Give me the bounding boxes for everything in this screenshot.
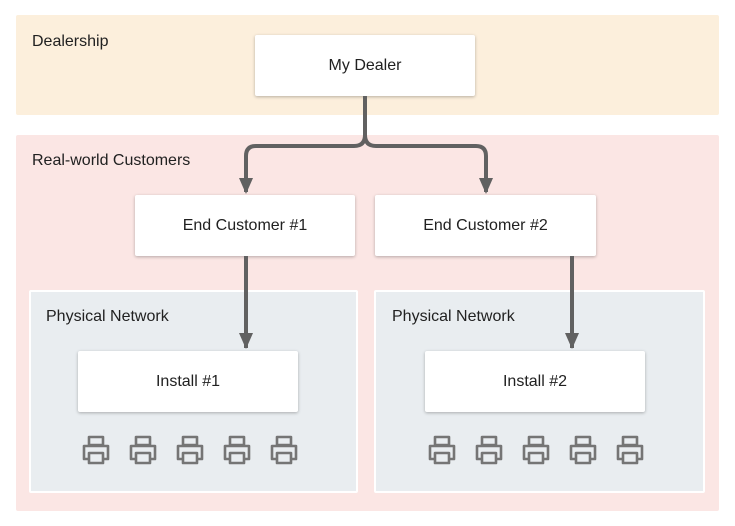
- physical-network-2-label: Physical Network: [392, 308, 515, 325]
- arrowhead-customer-1: [239, 178, 253, 194]
- my-dealer-node[interactable]: My Dealer: [255, 35, 475, 96]
- arrowhead-customer-2: [479, 178, 493, 194]
- install-1-node[interactable]: Install #1: [78, 351, 298, 412]
- printer-icon: [520, 434, 552, 466]
- printer-icon: [426, 434, 458, 466]
- physical-network-1-label: Physical Network: [46, 308, 169, 325]
- arrow-dealer-to-customer-1: [244, 96, 367, 192]
- printer-icon: [221, 434, 253, 466]
- end-customer-2-node[interactable]: End Customer #2: [375, 195, 596, 256]
- dealership-label: Dealership: [32, 33, 109, 50]
- arrowhead-install-1: [239, 333, 253, 349]
- end-customer-1-node[interactable]: End Customer #1: [135, 195, 355, 256]
- arrow-dealer-to-customer-2: [363, 96, 488, 192]
- printer-icon: [127, 434, 159, 466]
- printer-icon: [567, 434, 599, 466]
- printer-icon: [473, 434, 505, 466]
- printer-icon: [268, 434, 300, 466]
- install-2-node[interactable]: Install #2: [425, 351, 645, 412]
- customers-label: Real-world Customers: [32, 152, 191, 169]
- printer-icon: [174, 434, 206, 466]
- arrowhead-install-2: [565, 333, 579, 349]
- printer-icon: [80, 434, 112, 466]
- printer-icon: [614, 434, 646, 466]
